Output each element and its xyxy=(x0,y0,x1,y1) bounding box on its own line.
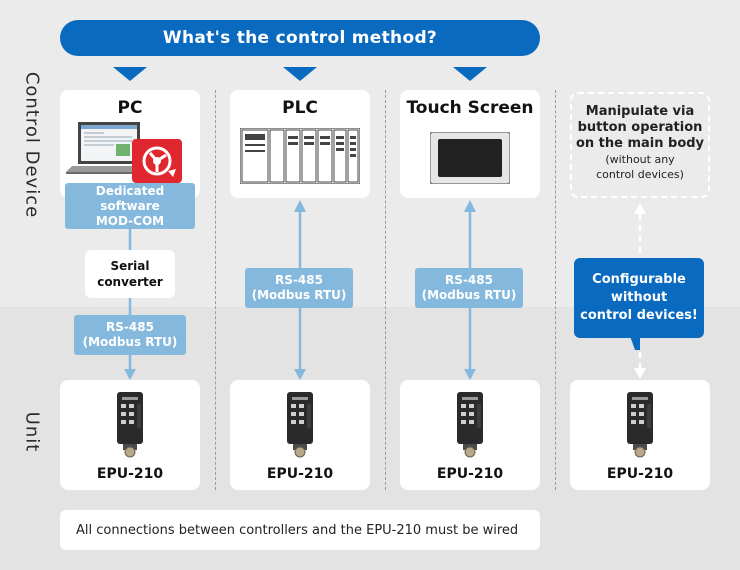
software-logo-icon xyxy=(132,139,182,183)
touch-screen-icon xyxy=(430,132,510,184)
down-triangle-plc xyxy=(283,67,317,81)
epu-device-icon xyxy=(457,392,483,458)
protocol-detail: (Modbus RTU) xyxy=(82,335,178,349)
plc-protocol-label: RS-485 (Modbus RTU) xyxy=(245,268,353,308)
column-divider xyxy=(385,90,386,490)
unit-card-manual: EPU-210 xyxy=(570,380,710,490)
protocol-name: RS-485 xyxy=(445,273,493,287)
serial-converter: Serial converter xyxy=(85,250,175,298)
pc-arrow-head xyxy=(124,369,136,380)
manual-line1: Manipulate via xyxy=(585,104,695,119)
software-name: Dedicated software xyxy=(95,183,165,213)
plc-arrow-up xyxy=(294,200,306,212)
manual-arrow-down xyxy=(634,368,646,379)
software-label: Dedicated software MOD-COM xyxy=(65,183,195,229)
serial-converter-line1: Serial xyxy=(110,259,150,273)
touch-screen-title: Touch Screen xyxy=(406,98,534,118)
badge-line2: without xyxy=(610,290,668,305)
column-divider xyxy=(555,90,556,490)
software-product: MOD-COM xyxy=(95,213,165,228)
unit-name: EPU-210 xyxy=(266,466,334,482)
manual-line4: (without any xyxy=(605,153,675,166)
configurable-badge: Configurable without control devices! xyxy=(574,258,704,338)
badge-line1: Configurable xyxy=(592,272,686,287)
touch-screen-card: Touch Screen xyxy=(400,90,540,198)
touch-arrow-down xyxy=(464,369,476,380)
epu-device-icon xyxy=(627,392,653,458)
unit-name: EPU-210 xyxy=(96,466,164,482)
protocol-name: RS-485 xyxy=(106,320,154,334)
protocol-name: RS-485 xyxy=(275,273,323,287)
diagram-title: What's the control method? xyxy=(60,20,540,56)
unit-name: EPU-210 xyxy=(436,466,504,482)
epu-device-icon xyxy=(287,392,313,458)
manual-line5: control devices) xyxy=(596,168,684,181)
manual-line2: button operation xyxy=(577,120,703,135)
badge-line3: control devices! xyxy=(580,308,698,323)
plc-device-icon xyxy=(240,128,360,184)
badge-pointer xyxy=(630,336,640,350)
epu-device-icon xyxy=(117,392,143,458)
unit-card-plc: EPU-210 xyxy=(230,380,370,490)
unit-name: EPU-210 xyxy=(606,466,674,482)
pc-protocol-label: RS-485 (Modbus RTU) xyxy=(74,315,186,355)
unit-card-touch: EPU-210 xyxy=(400,380,540,490)
unit-card-pc: EPU-210 xyxy=(60,380,200,490)
manual-line3: on the main body xyxy=(575,136,705,151)
plc-card: PLC xyxy=(230,90,370,198)
down-triangle-touch xyxy=(453,67,487,81)
manual-arrow-up xyxy=(634,203,646,214)
pc-card: PC xyxy=(60,90,200,198)
laptop-icon xyxy=(66,122,152,174)
protocol-detail: (Modbus RTU) xyxy=(421,288,517,302)
column-divider xyxy=(215,90,216,490)
footer-note: All connections between controllers and … xyxy=(60,510,540,550)
serial-converter-line2: converter xyxy=(97,275,163,289)
pc-title: PC xyxy=(117,98,143,118)
plc-arrow-down xyxy=(294,369,306,380)
manual-operation-card: Manipulate via button operation on the m… xyxy=(570,92,710,198)
touch-arrow-up xyxy=(464,200,476,212)
protocol-detail: (Modbus RTU) xyxy=(251,288,347,302)
down-triangle-pc xyxy=(113,67,147,81)
plc-title: PLC xyxy=(282,98,318,118)
touch-protocol-label: RS-485 (Modbus RTU) xyxy=(415,268,523,308)
